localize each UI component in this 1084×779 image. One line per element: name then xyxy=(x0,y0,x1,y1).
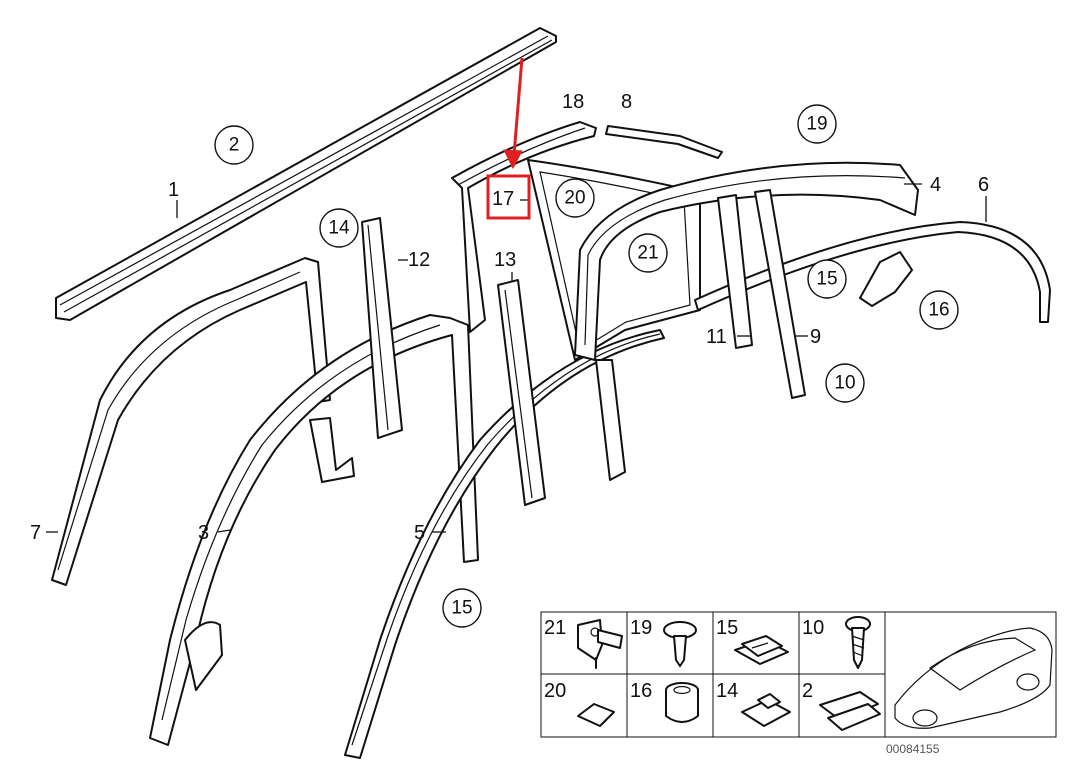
circle-callout-2: 2 xyxy=(214,125,254,165)
clip-14-icon xyxy=(741,693,791,727)
part-11-strip xyxy=(717,194,753,349)
part-3-frame xyxy=(149,314,479,746)
clip-15-icon xyxy=(734,635,789,665)
svg-text:10: 10 xyxy=(834,373,855,394)
arrow-down-icon xyxy=(512,57,524,156)
legend-grid: 21 19 15 10 20 16 14 2 xyxy=(540,611,1057,738)
screw-10-icon xyxy=(845,616,871,669)
part-16-bracket xyxy=(859,251,913,307)
callout-17: 17 xyxy=(492,188,514,210)
svg-text:21: 21 xyxy=(637,243,658,264)
grommet-16-icon xyxy=(665,682,699,723)
callout-13: 13 xyxy=(494,249,516,271)
clip-21-icon xyxy=(577,619,623,669)
circle-callout-15-lower: 15 xyxy=(442,588,482,628)
reference-number: 00084155 xyxy=(886,742,940,756)
callout-18: 18 xyxy=(562,91,584,113)
part-9-strip xyxy=(754,189,806,399)
leader-lines xyxy=(46,183,987,533)
callout-8: 8 xyxy=(621,91,632,113)
part-7-frame xyxy=(51,257,331,586)
part-13-strip xyxy=(497,279,546,506)
pad-20-icon xyxy=(577,703,615,727)
svg-text:15: 15 xyxy=(451,598,472,619)
legend-num-20: 20 xyxy=(544,680,566,702)
legend-num-2: 2 xyxy=(802,680,813,702)
callout-9: 9 xyxy=(810,326,821,348)
part-8-trim xyxy=(605,125,723,159)
callout-11: 11 xyxy=(706,326,727,348)
circle-callout-14: 14 xyxy=(319,208,359,248)
callout-5: 5 xyxy=(414,522,425,544)
circle-callout-15-upper: 15 xyxy=(807,259,847,299)
circle-callout-10: 10 xyxy=(825,363,865,403)
callout-4: 4 xyxy=(930,174,941,196)
legend-num-10: 10 xyxy=(802,617,824,639)
legend-num-15: 15 xyxy=(716,617,738,639)
highlight-17: 17 xyxy=(486,57,531,220)
callout-7: 7 xyxy=(30,522,41,544)
svg-text:20: 20 xyxy=(564,188,585,209)
circle-callout-16: 16 xyxy=(919,290,959,330)
callout-12: 12 xyxy=(408,249,430,271)
circle-callout-20: 20 xyxy=(555,178,595,218)
part-5-frame xyxy=(344,329,665,759)
circle-callout-19: 19 xyxy=(797,104,837,144)
part-6-arch xyxy=(694,221,1051,323)
svg-text:15: 15 xyxy=(816,269,837,290)
legend-num-21: 21 xyxy=(544,617,566,639)
car-outline-icon xyxy=(894,627,1053,729)
part-4-frame xyxy=(574,161,919,481)
callout-1: 1 xyxy=(168,179,179,201)
circle-callout-21: 21 xyxy=(628,233,668,273)
callout-6: 6 xyxy=(978,174,989,196)
svg-text:19: 19 xyxy=(806,114,827,135)
callout-3: 3 xyxy=(198,522,209,544)
svg-text:16: 16 xyxy=(928,300,949,321)
part-1-roof-molding xyxy=(55,27,557,321)
svg-text:14: 14 xyxy=(328,218,350,239)
legend-num-14: 14 xyxy=(716,680,738,702)
rivet-19-icon xyxy=(663,621,697,667)
legend-num-19: 19 xyxy=(630,617,652,639)
svg-text:2: 2 xyxy=(229,135,240,156)
legend-num-16: 16 xyxy=(630,680,652,702)
clip-2-icon xyxy=(819,691,881,731)
part-12-strip xyxy=(309,217,403,483)
